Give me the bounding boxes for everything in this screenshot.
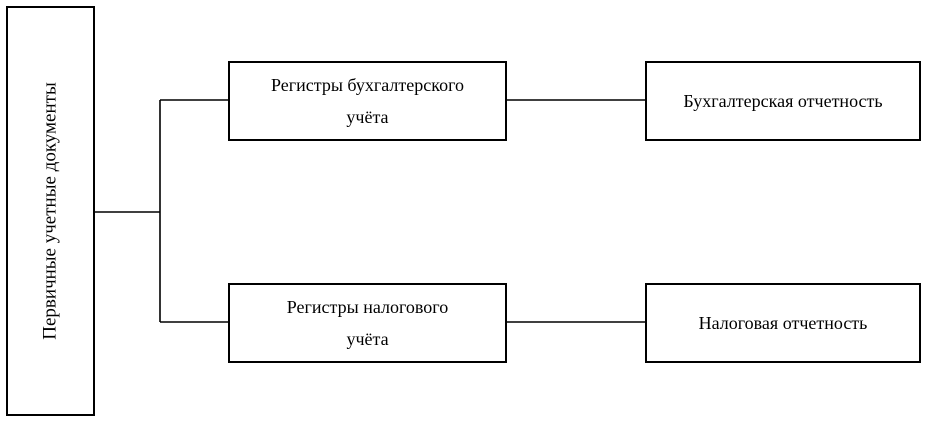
tax-registers-label-line2: учёта [346,329,389,349]
accounting-reports-box: Бухгалтерская отчетность [645,61,921,141]
primary-documents-box: Первичные учетные документы [6,6,95,416]
tax-registers-label-line1: Регистры налогового [286,297,449,317]
primary-documents-label: Первичные учетные документы [39,82,61,340]
accounting-registers-label-line1: Регистры бухгалтерского [270,75,465,95]
tax-reports-box: Налоговая отчетность [645,283,921,363]
tax-registers-box: Регистры налогового учёта [228,283,507,363]
accounting-reports-label: Бухгалтерская отчетность [683,91,883,111]
tax-reports-label: Налоговая отчетность [698,313,868,333]
accounting-registers-box: Регистры бухгалтерского учёта [228,61,507,141]
accounting-registers-label-line2: учёта [346,107,389,127]
